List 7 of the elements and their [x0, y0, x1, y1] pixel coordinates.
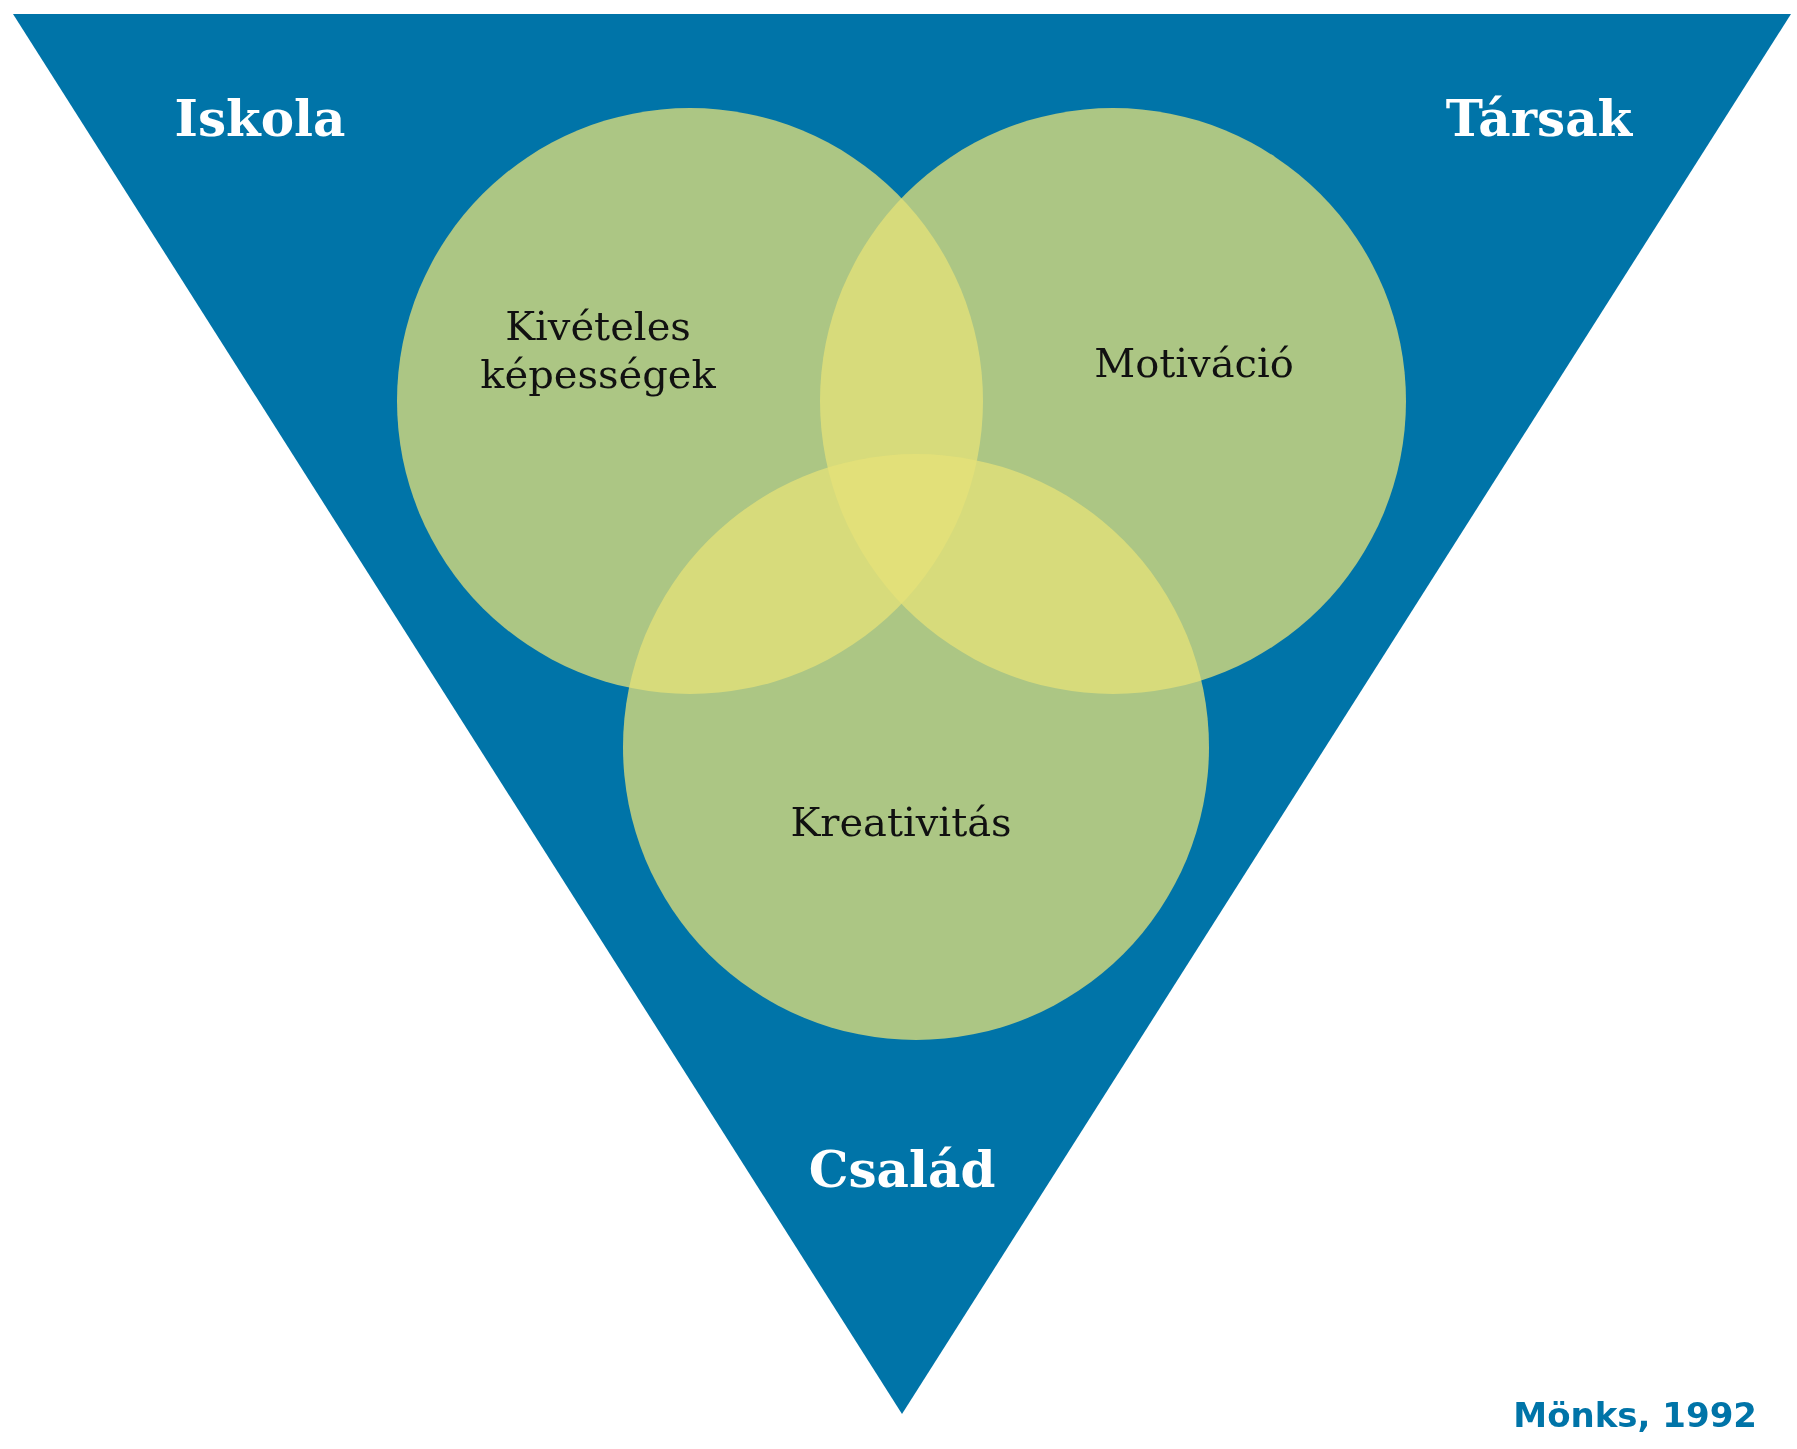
area-label: Társak — [1445, 88, 1633, 148]
circle-label: Kivételes képességek — [479, 302, 717, 398]
area-label: Család — [808, 1139, 996, 1199]
circle-label: Motiváció — [1093, 339, 1295, 387]
circle-label: Kreativitás — [789, 798, 1013, 846]
area-label: Iskola — [174, 88, 346, 148]
source-citation: Mönks, 1992 — [1513, 1395, 1757, 1435]
